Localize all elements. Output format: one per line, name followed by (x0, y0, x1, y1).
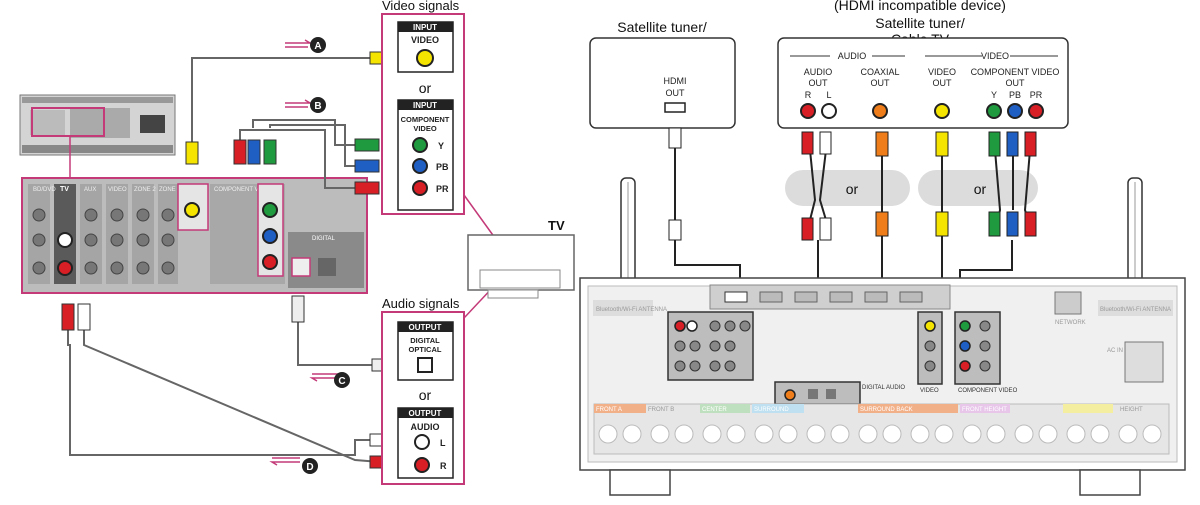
or-pill-video (918, 170, 1038, 206)
svg-text:VIDEO: VIDEO (981, 51, 1009, 61)
video-signals-title: Video signals (382, 0, 460, 13)
spk-front-a: FRONT A (596, 407, 622, 413)
sat-tuner-1-line1: Satellite tuner/ (617, 19, 707, 35)
svg-text:COMPONENT VIDEO: COMPONENT VIDEO (971, 67, 1060, 77)
tv-illustration: TV (463, 194, 575, 319)
svg-text:OUT: OUT (871, 78, 891, 88)
ac-in-label: AC IN (1107, 348, 1123, 354)
svg-text:COMPONENT: COMPONENT (401, 115, 450, 124)
svg-text:COAXIAL: COAXIAL (860, 67, 899, 77)
svg-text:Y: Y (991, 90, 997, 100)
spk-surround-back: SURROUND BACK (860, 407, 913, 413)
svg-text:INPUT: INPUT (413, 23, 437, 32)
marker-d: D (302, 458, 318, 474)
input-component-block: INPUT COMPONENT VIDEO Y PB PR (397, 99, 454, 211)
svg-text:AUDIO: AUDIO (804, 67, 833, 77)
svg-text:A: A (314, 41, 321, 52)
svg-text:INPUT: INPUT (413, 101, 437, 110)
svg-text:R: R (805, 90, 812, 100)
left-plugs (61, 51, 397, 469)
back-panel-zoom: BD/DVD TV AUX VIDEO ZONE 2 ZONE 3 COMPON… (21, 177, 368, 294)
or-pill-audio (785, 170, 910, 206)
svg-text:D: D (306, 462, 313, 473)
receiver-thumbnail (19, 94, 176, 156)
svg-text:OUT: OUT (933, 78, 953, 88)
hdmi-incompatible-label: (HDMI incompatible device) (834, 0, 1006, 13)
zone-tv-label: TV (60, 186, 69, 193)
right-plugs (668, 127, 1037, 241)
svg-text:Y: Y (438, 141, 444, 151)
marker-c: C (334, 372, 350, 388)
svg-text:VIDEO: VIDEO (928, 67, 956, 77)
svg-text:OUT: OUT (809, 78, 829, 88)
svg-text:B: B (314, 101, 321, 112)
device-hdmi (589, 37, 736, 129)
marker-a: A (310, 37, 326, 53)
zone-bd-label: BD/DVD (33, 187, 56, 193)
svg-text:C: C (338, 376, 345, 387)
svg-text:PB: PB (1009, 90, 1021, 100)
antenna-right (1127, 177, 1143, 287)
device-jacks (800, 103, 1044, 119)
video-panel-label: VIDEO (920, 388, 939, 394)
svg-text:OUT: OUT (1006, 78, 1026, 88)
bt-antenna-left-label: Bluetooth/Wi-Fi ANTENNA (596, 307, 667, 313)
panel-digital-label: DIGITAL (312, 236, 336, 242)
bt-antenna-right-label: Bluetooth/Wi-Fi ANTENNA (1100, 307, 1171, 313)
svg-text:or: or (846, 181, 859, 197)
svg-text:R: R (440, 461, 447, 471)
component-panel-label: COMPONENT VIDEO (958, 388, 1018, 394)
panel-component-label: COMPONENT VIDEO (214, 187, 274, 193)
svg-text:VIDEO: VIDEO (413, 124, 437, 133)
network-label: NETWORK (1055, 320, 1086, 326)
audio-signals-title: Audio signals (382, 296, 460, 311)
signal-arrows (269, 39, 340, 466)
output-optical-block: OUTPUT DIGITAL OPTICAL (397, 321, 454, 381)
spk-front-height: FRONT HEIGHT (962, 407, 1007, 413)
svg-text:PR: PR (436, 184, 449, 194)
spk-center: CENTER (702, 407, 727, 413)
svg-text:OUTPUT: OUTPUT (409, 323, 442, 332)
svg-text:PR: PR (1030, 90, 1043, 100)
svg-text:L: L (826, 90, 831, 100)
zone-video-label: VIDEO (108, 187, 127, 193)
left-cables (67, 57, 381, 463)
zone2-label: ZONE 2 (134, 187, 156, 193)
svg-text:AUDIO: AUDIO (838, 51, 867, 61)
svg-text:OUTPUT: OUTPUT (409, 409, 442, 418)
marker-b: B (310, 97, 326, 113)
svg-text:HDMI: HDMI (664, 76, 687, 86)
svg-text:OPTICAL: OPTICAL (409, 345, 442, 354)
or-audio: or (419, 387, 432, 403)
zone3-label: ZONE 3 (159, 187, 181, 193)
svg-text:or: or (974, 181, 987, 197)
zone-aux-label: AUX (84, 187, 96, 193)
output-audio-block: OUTPUT AUDIO L R (397, 407, 454, 479)
tv-label: TV (548, 218, 565, 233)
input-video-block: INPUT VIDEO (397, 21, 454, 73)
svg-text:PB: PB (436, 162, 449, 172)
spk-front-b: FRONT B (648, 407, 674, 413)
svg-text:DIGITAL: DIGITAL (410, 336, 440, 345)
svg-text:L: L (440, 438, 446, 448)
receiver-back-panel: Bluetooth/Wi-Fi ANTENNA Bluetooth/Wi-Fi … (579, 277, 1186, 496)
svg-text:OUT: OUT (666, 88, 686, 98)
digital-audio-label: DIGITAL AUDIO (862, 385, 905, 391)
or-video: or (419, 80, 432, 96)
antenna-left (620, 177, 636, 287)
spk-surround: SURROUND (754, 407, 789, 413)
svg-text:VIDEO: VIDEO (411, 35, 439, 45)
sat-tuner-2-line1: Satellite tuner/ (875, 15, 965, 31)
svg-text:AUDIO: AUDIO (411, 422, 440, 432)
spk-height: HEIGHT (1120, 407, 1143, 413)
